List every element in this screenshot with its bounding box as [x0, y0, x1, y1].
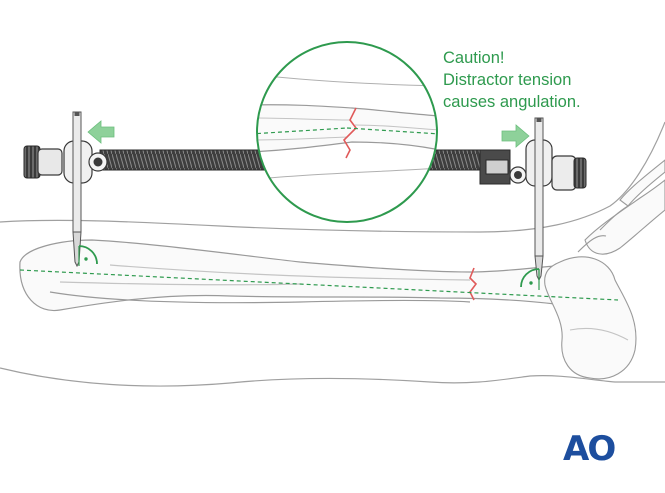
fracture-line: [469, 267, 478, 301]
right-angle-marker-icon: [78, 245, 98, 266]
left-pin: [72, 111, 82, 268]
right-angle-marker-icon: [520, 268, 540, 290]
caution-line-2: Distractor tension: [443, 71, 572, 89]
right-pin: [534, 117, 544, 282]
caution-line-3: causes angulation.: [443, 93, 581, 111]
leg-outline: [0, 121, 665, 387]
caution-note: Caution! Distractor tension causes angul…: [443, 47, 658, 113]
caution-title: Caution!: [443, 49, 505, 67]
right-clamp: [509, 139, 587, 191]
foot-bones: [544, 159, 665, 380]
left-arrow-icon: [87, 120, 115, 144]
right-arrow-icon: [501, 124, 530, 148]
ao-logo: AO: [563, 429, 616, 469]
bone-axis-line: [19, 269, 619, 301]
zoom-detail: [256, 41, 438, 223]
left-clamp: [23, 140, 108, 184]
tibia-bone: [19, 239, 591, 312]
